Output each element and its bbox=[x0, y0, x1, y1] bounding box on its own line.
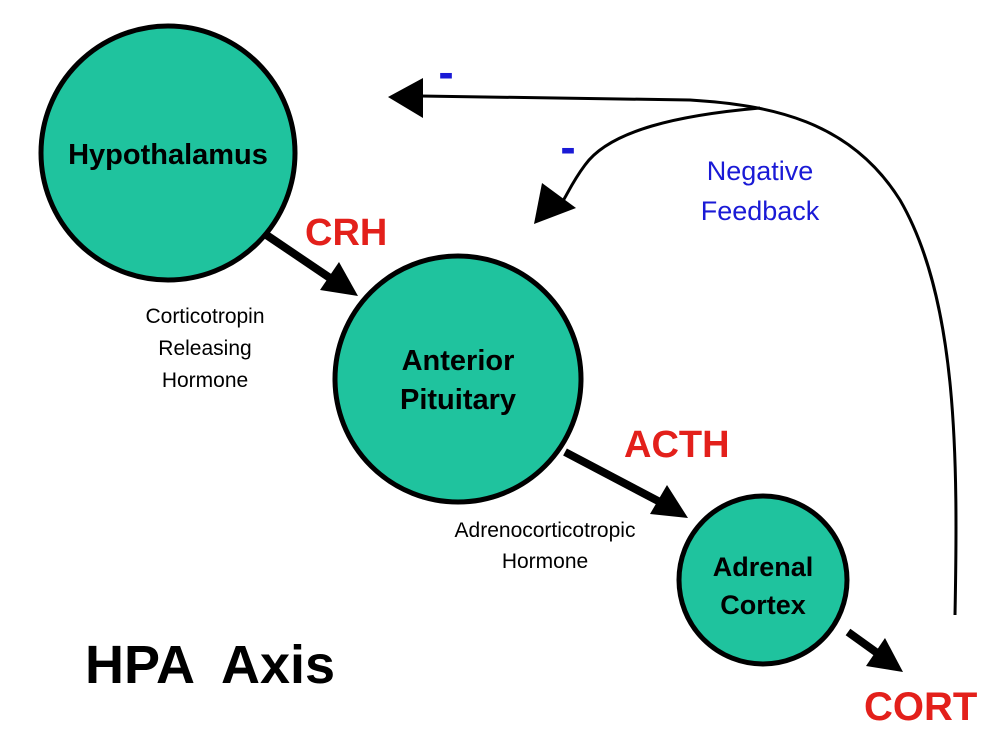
arrowhead-cort bbox=[866, 638, 903, 672]
crh-fullname-line3: Hormone bbox=[162, 369, 248, 392]
adrenal-cortex-label-line2: Cortex bbox=[720, 590, 806, 620]
feedback-curve-to-hypothalamus bbox=[419, 94, 958, 616]
negative-feedback-line2: Feedback bbox=[701, 196, 820, 226]
node-hypothalamus: Hypothalamus bbox=[38, 23, 298, 283]
acth-label: ACTH bbox=[624, 424, 730, 466]
feedback-arrowhead-pituitary bbox=[534, 183, 576, 224]
adrenal-cortex-label-line1: Adrenal bbox=[713, 552, 814, 582]
negative-feedback-line1: Negative bbox=[707, 156, 814, 186]
acth-fullname-line2: Hormone bbox=[502, 550, 588, 573]
arrowhead-crh bbox=[320, 262, 358, 296]
hypothalamus-label: Hypothalamus bbox=[68, 139, 268, 171]
acth-fullname-line1: Adrenocorticotropic bbox=[455, 519, 636, 542]
node-anterior-pituitary: Anterior Pituitary bbox=[332, 253, 584, 505]
cort-label: CORT bbox=[864, 685, 977, 729]
minus-sign-hypothalamus: - bbox=[438, 46, 453, 98]
hypothalamus-circle bbox=[38, 23, 298, 283]
arrowhead-acth bbox=[650, 485, 688, 518]
feedback-arrowhead-hypothalamus bbox=[388, 78, 423, 118]
crh-label: CRH bbox=[305, 212, 387, 254]
arrow-adrenal-to-cort bbox=[845, 628, 883, 659]
feedback-curve-to-pituitary bbox=[558, 106, 761, 207]
arrow-hypothalamus-to-pituitary bbox=[259, 228, 333, 282]
crh-fullname-line1: Corticotropin bbox=[145, 305, 264, 328]
arrow-pituitary-to-adrenal bbox=[563, 448, 662, 506]
node-adrenal-cortex: Adrenal Cortex bbox=[676, 493, 850, 667]
anterior-pituitary-label-line1: Anterior bbox=[402, 345, 515, 377]
anterior-pituitary-circle bbox=[332, 253, 584, 505]
anterior-pituitary-label-line2: Pituitary bbox=[400, 384, 516, 416]
minus-sign-pituitary: - bbox=[560, 121, 575, 173]
diagram-title: HPA Axis bbox=[85, 635, 335, 695]
adrenal-cortex-circle bbox=[676, 493, 850, 667]
crh-fullname-line2: Releasing bbox=[158, 337, 251, 360]
